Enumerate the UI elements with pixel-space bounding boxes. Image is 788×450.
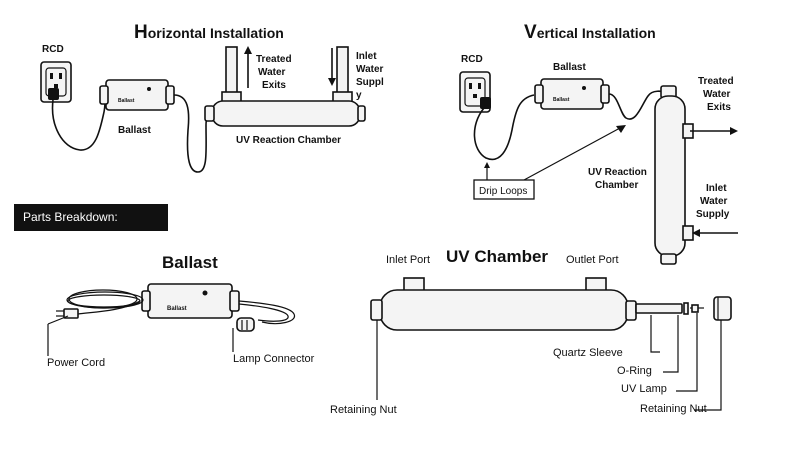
- inlet-supply-arrowhead: [328, 78, 336, 86]
- quartz-sleeve-label: Quartz Sleeve: [553, 347, 623, 359]
- inlet-port-label: Inlet Port: [386, 254, 430, 266]
- ballast-part-title: Ballast: [162, 253, 218, 272]
- vertical-rcd-outlet: [459, 71, 491, 113]
- uv-chamber-title: UV Chamber: [446, 247, 548, 266]
- horizontal-ballast-device-label: Ballast: [118, 98, 135, 104]
- uv-lamp-label: UV Lamp: [621, 383, 667, 395]
- horizontal-rcd-outlet: [40, 61, 72, 103]
- outlet-port-label: Outlet Port: [566, 254, 619, 266]
- power-cord-pointer-tip: [47, 315, 69, 325]
- horizontal-inlet-label: Inlet Water Suppl y: [356, 51, 387, 101]
- horizontal-title: Horizontal Installation: [134, 22, 284, 43]
- uv-lamp: [690, 304, 704, 313]
- retaining-nut-right: [713, 296, 732, 321]
- horizontal-ballast-device: Ballast: [99, 79, 175, 111]
- horizontal-chamber-label: UV Reaction Chamber: [236, 135, 341, 146]
- retaining-nut-right-label: Retaining Nut: [640, 403, 707, 415]
- ballast-part-device-label: Ballast: [167, 306, 187, 312]
- vertical-inlet-arrowhead: [692, 229, 700, 237]
- drip-loops-label: Drip Loops: [479, 186, 527, 197]
- retaining-nut-left-label: Retaining Nut: [330, 404, 397, 416]
- vertical-power-cord: [473, 94, 535, 161]
- horizontal-uv-chamber: [204, 46, 366, 127]
- vertical-lamp-cord: [608, 90, 669, 120]
- drip-loop-pointer-right: [523, 127, 621, 181]
- vertical-uv-chamber: [654, 85, 694, 265]
- vertical-chamber-label: UV Reaction Chamber: [588, 167, 650, 191]
- o-ring-pointer: [663, 315, 679, 373]
- vertical-treated-label: Treated Water Exits: [698, 76, 736, 113]
- ballast-part-device: Ballast: [141, 283, 240, 319]
- vertical-ballast-label: Ballast: [553, 62, 586, 73]
- quartz-sleeve-pointer: [650, 315, 660, 353]
- vertical-treated-arrowhead: [730, 127, 738, 135]
- horizontal-treated-label: Treated Water Exits: [256, 54, 294, 91]
- vertical-ballast-device: Ballast: [534, 78, 610, 110]
- vertical-inlet-label: Inlet Water Supply: [696, 183, 730, 220]
- horizontal-rcd-label: RCD: [42, 44, 64, 55]
- o-ring-label: O-Ring: [617, 365, 652, 377]
- uv-chamber-body: [370, 277, 637, 331]
- vertical-rcd-label: RCD: [461, 54, 483, 65]
- drip-loop-pointer-right-head: [616, 125, 626, 133]
- treated-exit-arrowhead: [244, 46, 252, 54]
- o-ring: [683, 302, 689, 315]
- retaining-nut-right-pointer: [694, 320, 722, 411]
- parts-breakdown-banner: Parts Breakdown:: [14, 204, 168, 231]
- uv-lamp-pointer: [676, 313, 698, 392]
- horizontal-ballast-label: Ballast: [118, 125, 151, 136]
- power-cord-coil: [56, 289, 144, 319]
- quartz-sleeve: [635, 303, 683, 314]
- drip-loop-pointer-left-head: [484, 162, 490, 168]
- lamp-connector-label: Lamp Connector: [233, 353, 315, 365]
- vertical-ballast-device-label: Ballast: [553, 97, 570, 103]
- drip-loops-box: [473, 179, 535, 200]
- lamp-connector-cord: [236, 300, 296, 332]
- power-cord-label: Power Cord: [47, 357, 105, 369]
- vertical-title: Vertical Installation: [524, 22, 656, 43]
